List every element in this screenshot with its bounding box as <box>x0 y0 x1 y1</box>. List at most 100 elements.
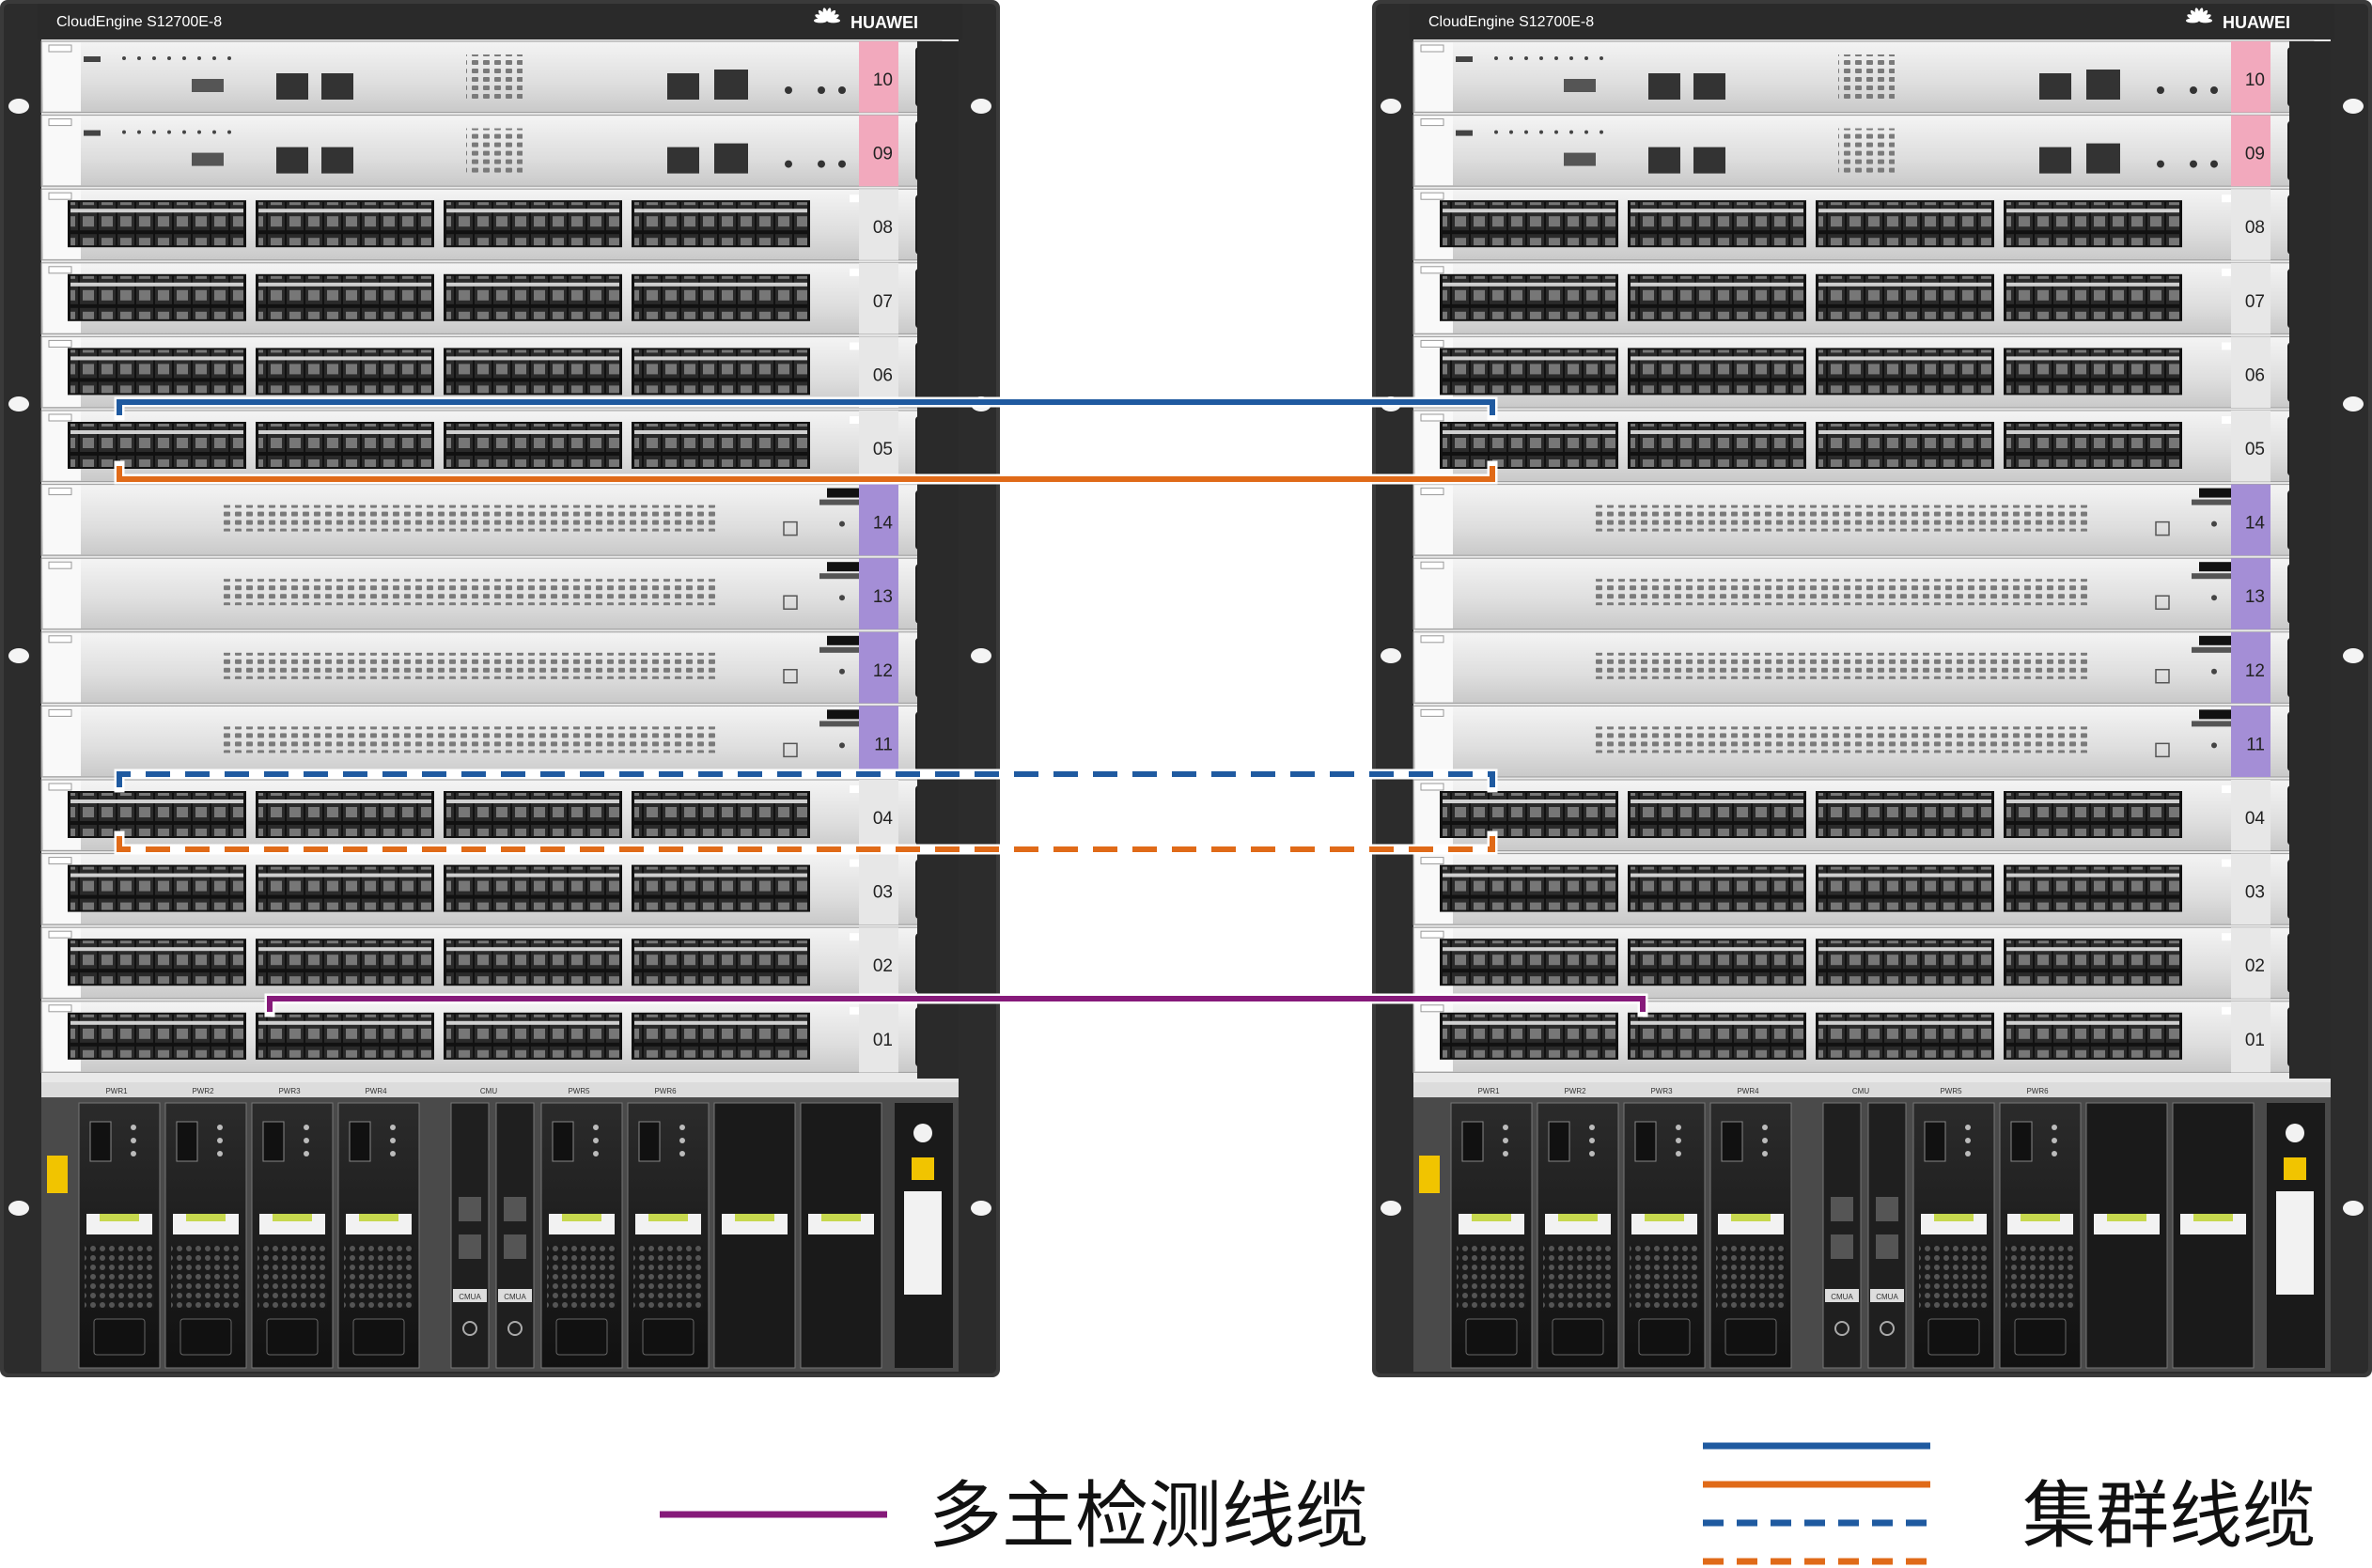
run-led-icon <box>2211 520 2217 527</box>
brand-name: HUAWEI <box>2223 13 2290 32</box>
sfp-ports <box>2006 202 2179 246</box>
id-led-icon <box>1600 56 1603 60</box>
card-label-tag <box>1420 192 1444 200</box>
input-led-icon <box>1676 1125 1681 1130</box>
ejector-icon <box>2155 520 2170 536</box>
id-led-icon <box>182 130 186 134</box>
clk2-port <box>321 73 353 100</box>
slot-strip <box>859 262 898 334</box>
slot-11: 11 <box>40 705 943 778</box>
clk1-port <box>1648 147 1680 174</box>
run-led-icon <box>2210 86 2218 94</box>
slot-09: 09 <box>1412 115 2315 187</box>
psu-latch-green <box>1472 1214 1511 1221</box>
cmu-module: CMUA <box>1822 1102 1862 1369</box>
sfp-ports <box>258 866 431 910</box>
card-latch <box>1415 706 1453 776</box>
slot-number: 02 <box>2245 956 2265 976</box>
id-led-icon <box>1494 56 1498 60</box>
slot-number: 02 <box>873 956 893 976</box>
ejector-icon <box>2155 742 2170 758</box>
psu-grill <box>1457 1246 1526 1308</box>
sfp-ports <box>634 349 807 394</box>
power-bay-label: PWR3 <box>278 1087 301 1095</box>
rst-button-icon <box>2157 160 2164 168</box>
slot-strip <box>2231 1001 2271 1073</box>
rack-hole <box>971 99 991 114</box>
id-led-icon <box>1584 56 1588 60</box>
sfp-ports <box>70 793 243 836</box>
ac-inlet-icon <box>1552 1318 1604 1356</box>
slot-06: 06 <box>40 335 943 409</box>
sfue-tag <box>827 562 859 572</box>
sfp-ports <box>70 202 243 246</box>
id-led-icon <box>197 56 201 60</box>
power-bay-label: CMU <box>480 1087 497 1095</box>
psu-module <box>251 1102 334 1369</box>
slot-12: 12 <box>1412 631 2315 704</box>
power-switch-icon <box>349 1121 371 1162</box>
card-latch <box>43 559 81 629</box>
slot-strip <box>859 411 898 482</box>
clk2-port <box>1693 147 1725 174</box>
card-label-tag <box>48 488 72 496</box>
power-switch-icon <box>1634 1121 1657 1162</box>
power-bay-label: CMU <box>1852 1087 1869 1095</box>
mpu-vent <box>466 128 523 176</box>
cmu-module: CMUA <box>495 1102 535 1369</box>
card-label-tag <box>48 930 72 939</box>
sfp-ports <box>1443 349 1615 394</box>
sfp-ports <box>1443 866 1615 910</box>
id-led-icon <box>197 130 201 134</box>
cmu-screw-icon <box>1880 1321 1895 1336</box>
card-label-tag <box>48 708 72 717</box>
cmu-label: CMUA <box>504 1293 526 1301</box>
output-led-icon <box>217 1138 223 1143</box>
card-label-tag <box>1420 44 1444 53</box>
slot-06: 06 <box>1412 335 2315 409</box>
run-led-icon <box>839 742 845 749</box>
power-bay-label: PWR1 <box>105 1087 128 1095</box>
slot-strip <box>859 1001 898 1073</box>
psu-grill <box>1716 1246 1786 1308</box>
sfue-tag <box>827 709 859 720</box>
input-led-icon <box>217 1125 223 1130</box>
sfp-ports <box>446 1014 619 1058</box>
usb-port <box>192 79 224 92</box>
psu-module <box>337 1102 420 1369</box>
output-led-icon <box>593 1138 599 1143</box>
psu-latch-green <box>186 1214 226 1221</box>
id-led-icon <box>1569 130 1573 134</box>
eth-port <box>2086 70 2120 100</box>
psu-module <box>164 1102 247 1369</box>
input-led-icon <box>679 1125 685 1130</box>
warning-icon <box>2284 1157 2306 1180</box>
slot-strip <box>2231 262 2271 334</box>
alarm-led-icon <box>304 1151 309 1157</box>
cmu-screw-icon <box>507 1321 523 1336</box>
alarm-led-icon <box>1965 1151 1971 1157</box>
slot-number: 14 <box>2245 514 2266 534</box>
cluster-cable-dashed-orange <box>117 836 1495 852</box>
id-led-icon <box>1524 56 1528 60</box>
run-led-icon <box>2211 595 2217 601</box>
slot-number: 01 <box>2245 1031 2265 1050</box>
sfp-ports <box>258 1014 431 1058</box>
slot-07: 07 <box>1412 262 2315 334</box>
rack-hole <box>2343 99 2364 114</box>
power-bay-label: PWR4 <box>1737 1087 1759 1095</box>
sfp-ports <box>2006 866 2179 910</box>
id-led-icon <box>122 56 126 60</box>
slot-strip <box>2231 706 2271 777</box>
psu-latch-green <box>2021 1214 2060 1221</box>
psu-grill <box>171 1246 241 1308</box>
sfp-ports <box>2006 1014 2179 1058</box>
psu-latch-green <box>273 1214 312 1221</box>
run-led-icon <box>839 520 845 527</box>
slot-02: 02 <box>40 926 943 1000</box>
power-switch-icon <box>1548 1121 1570 1162</box>
huawei-logo-icon <box>814 8 840 23</box>
sfp-ports <box>1443 202 1615 246</box>
slot-strip <box>2231 115 2271 187</box>
